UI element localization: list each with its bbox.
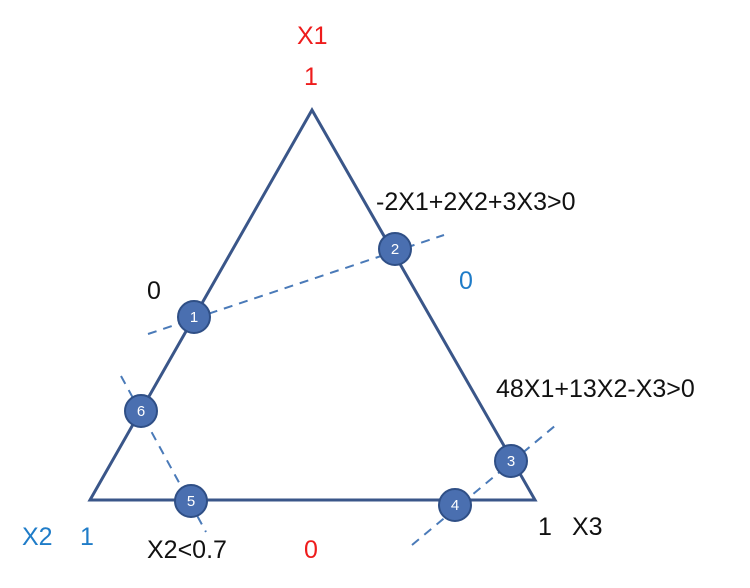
node-2: 2	[378, 232, 412, 266]
node-2-label: 2	[391, 241, 399, 258]
x1-name-label: X1	[297, 22, 328, 50]
x1-value-label: 1	[304, 63, 318, 91]
zero-left-label: 0	[147, 277, 161, 305]
node-6-label: 6	[137, 403, 145, 420]
node-4-label: 4	[451, 497, 459, 514]
constraint-upper-label: -2X1+2X2+3X3>0	[376, 188, 575, 216]
node-5-label: 5	[187, 493, 195, 510]
cut-line-right	[411, 424, 557, 546]
x2-value-label: 1	[80, 523, 94, 551]
node-6: 6	[124, 394, 158, 428]
constraint-right-label: 48X1+13X2-X3>0	[496, 375, 695, 403]
zero-right-label: 0	[459, 267, 473, 295]
simplex-triangle	[87, 106, 538, 502]
node-4: 4	[438, 488, 472, 522]
node-3: 3	[494, 444, 528, 478]
node-1: 1	[177, 300, 211, 334]
node-5: 5	[174, 484, 208, 518]
zero-bottom-label: 0	[304, 536, 318, 564]
x2-name-label: X2	[22, 523, 53, 551]
node-3-label: 3	[507, 453, 515, 470]
node-1-label: 1	[190, 309, 198, 326]
x3-value-label: 1	[538, 513, 552, 541]
x3-name-label: X3	[572, 513, 603, 541]
constraint-bottom-label: X2<0.7	[147, 536, 227, 564]
